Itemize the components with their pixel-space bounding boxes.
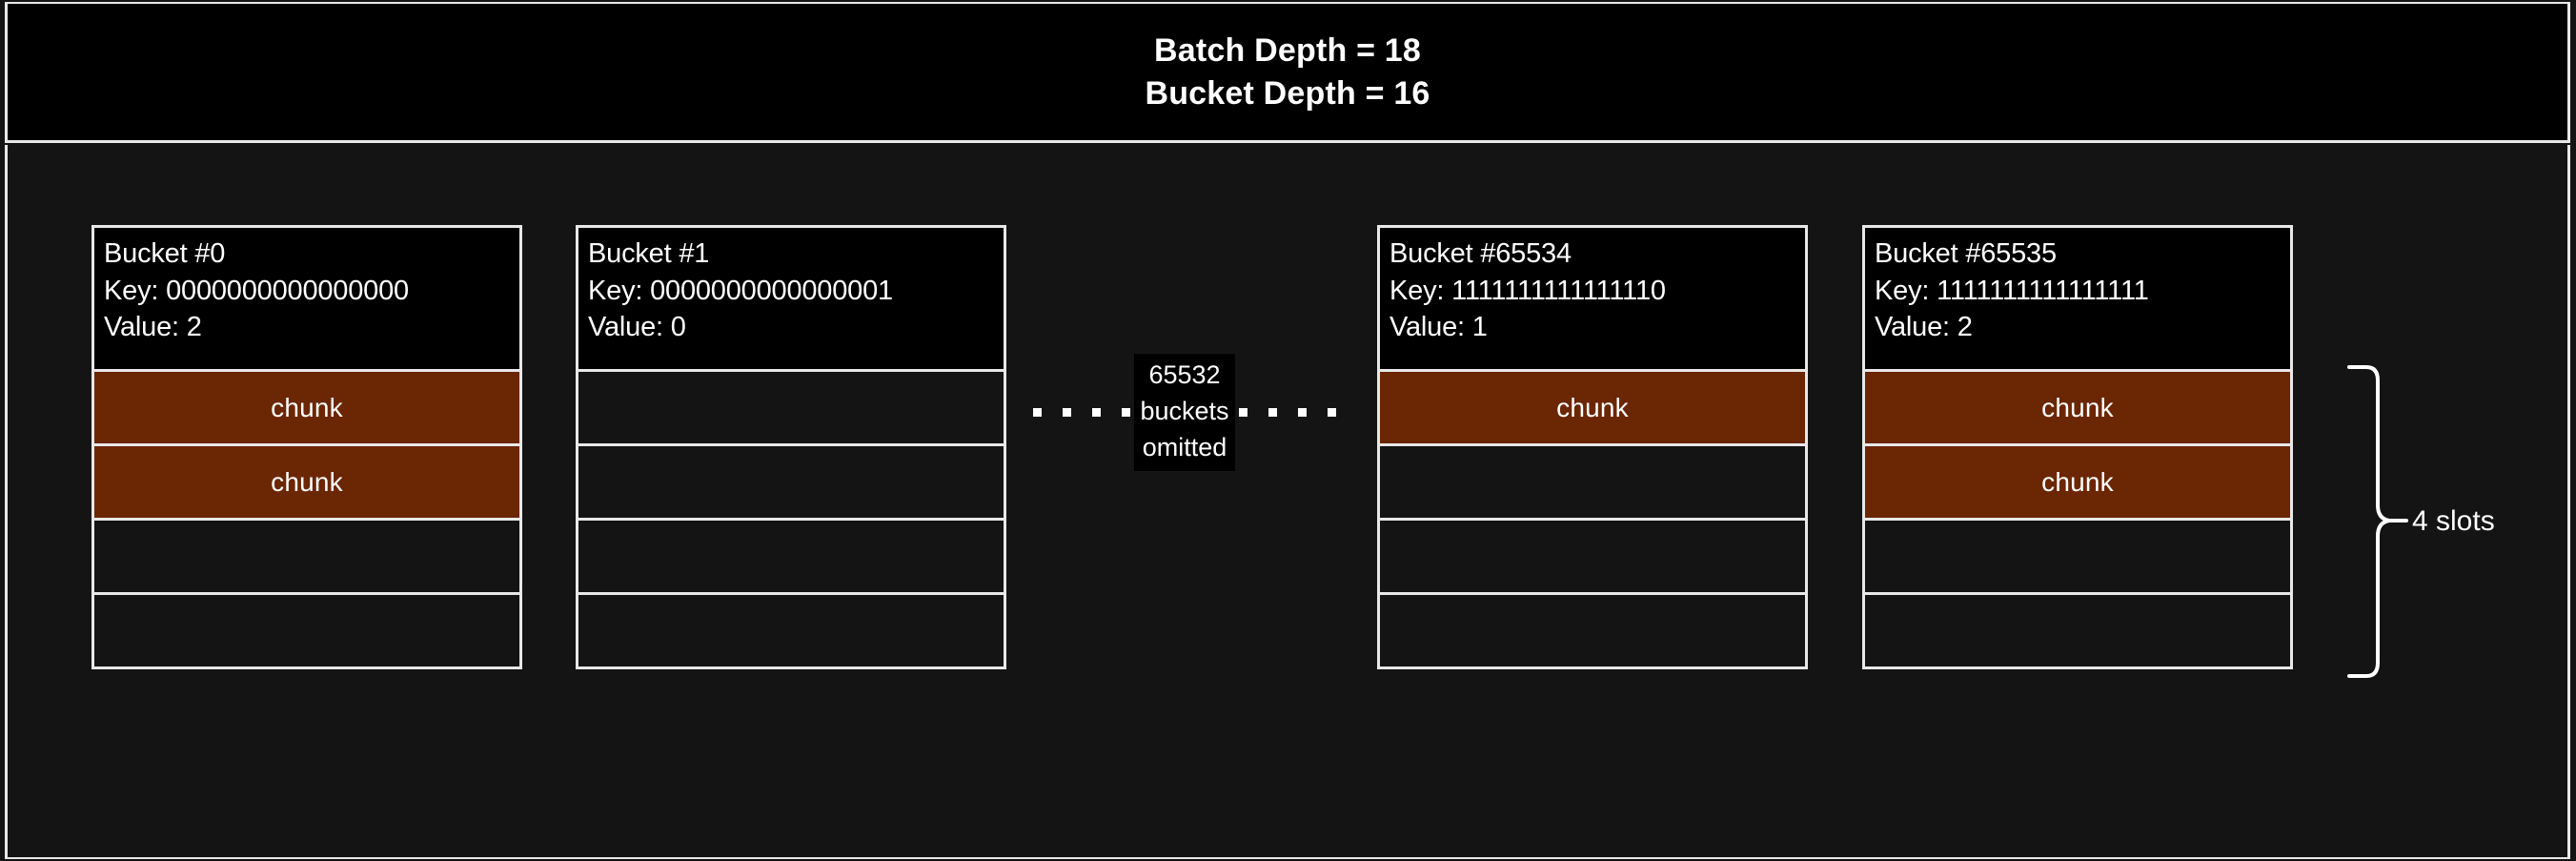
slot-label: chunk bbox=[1556, 392, 1629, 422]
bucket-title: Bucket #0 bbox=[104, 238, 226, 269]
bucket-header-65535: Bucket #65535 Key: 1111111111111111 Valu… bbox=[1862, 225, 2293, 372]
bucket-slots-1 bbox=[576, 372, 1006, 669]
bucket-card-65534[interactable]: Bucket #65534 Key: 1111111111111110 Valu… bbox=[1377, 225, 1808, 669]
bucket-slot[interactable]: chunk bbox=[91, 446, 522, 521]
bucket-value: Value: 2 bbox=[1875, 312, 1973, 343]
ellipsis-dots-right bbox=[1238, 407, 1336, 417]
bucket-value: Value: 2 bbox=[104, 312, 202, 343]
omitted-unit: buckets bbox=[1140, 396, 1229, 425]
dot-icon bbox=[1092, 407, 1102, 417]
bucket-card-1[interactable]: Bucket #1 Key: 0000000000000001 Value: 0 bbox=[576, 225, 1006, 669]
buckets-region: Bucket #0 Key: 0000000000000000 Value: 2… bbox=[5, 145, 2570, 859]
bucket-title: Bucket #65535 bbox=[1875, 238, 2057, 269]
bucket-title: Bucket #1 bbox=[588, 238, 710, 269]
bucket-key: Key: 0000000000000000 bbox=[104, 275, 409, 306]
bucket-value: Value: 0 bbox=[588, 312, 686, 343]
bucket-key: Key: 1111111111111111 bbox=[1875, 275, 2149, 306]
bucket-slot[interactable] bbox=[576, 595, 1006, 669]
slots-count-label: 4 slots bbox=[2412, 505, 2495, 537]
bucket-slots-65534: chunk bbox=[1377, 372, 1808, 669]
omitted-count: 65532 bbox=[1148, 359, 1221, 389]
dot-icon bbox=[1033, 407, 1043, 417]
omitted-label: 65532 buckets omitted bbox=[1134, 353, 1235, 471]
dot-icon bbox=[1238, 407, 1247, 417]
dot-icon bbox=[1327, 407, 1336, 417]
slot-label: chunk bbox=[271, 466, 343, 497]
bucket-key: Key: 0000000000000001 bbox=[588, 275, 893, 306]
curly-brace-icon bbox=[2347, 365, 2408, 678]
bucket-slot[interactable]: chunk bbox=[1862, 372, 2293, 446]
bucket-slot[interactable] bbox=[1862, 521, 2293, 595]
bucket-slot[interactable] bbox=[91, 595, 522, 669]
bucket-header-0: Bucket #0 Key: 0000000000000000 Value: 2 bbox=[91, 225, 522, 372]
bucket-slots-65535: chunk chunk bbox=[1862, 372, 2293, 669]
bucket-slot[interactable]: chunk bbox=[1862, 446, 2293, 521]
bucket-card-65535[interactable]: Bucket #65535 Key: 1111111111111111 Valu… bbox=[1862, 225, 2293, 669]
bucket-header-65534: Bucket #65534 Key: 1111111111111110 Valu… bbox=[1377, 225, 1808, 372]
header-panel: Batch Depth = 18 Bucket Depth = 16 bbox=[5, 2, 2570, 143]
slot-label: chunk bbox=[271, 392, 343, 422]
dot-icon bbox=[1122, 407, 1131, 417]
bucket-slot[interactable] bbox=[576, 372, 1006, 446]
bucket-slot[interactable]: chunk bbox=[91, 372, 522, 446]
bucket-title: Bucket #65534 bbox=[1389, 238, 1572, 269]
bucket-slot[interactable] bbox=[1377, 521, 1808, 595]
bucket-slot[interactable] bbox=[1377, 595, 1808, 669]
dot-icon bbox=[1063, 407, 1072, 417]
bucket-slot[interactable] bbox=[91, 521, 522, 595]
bucket-slots-0: chunk chunk bbox=[91, 372, 522, 669]
bucket-card-0[interactable]: Bucket #0 Key: 0000000000000000 Value: 2… bbox=[91, 225, 522, 669]
bucket-value: Value: 1 bbox=[1389, 312, 1488, 343]
slot-label: chunk bbox=[2041, 392, 2114, 422]
batch-depth-text: Batch Depth = 18 bbox=[1154, 31, 1421, 69]
omitted-buckets-marker: 65532 buckets omitted bbox=[1033, 353, 1336, 471]
slot-label: chunk bbox=[2041, 466, 2114, 497]
bucket-depth-text: Bucket Depth = 16 bbox=[1145, 74, 1430, 112]
bucket-slot[interactable] bbox=[576, 521, 1006, 595]
omitted-state: omitted bbox=[1142, 433, 1227, 462]
bucket-slot[interactable] bbox=[1377, 446, 1808, 521]
bucket-slot[interactable] bbox=[1862, 595, 2293, 669]
dot-icon bbox=[1268, 407, 1277, 417]
ellipsis-dots-left bbox=[1033, 407, 1131, 417]
bucket-slot[interactable]: chunk bbox=[1377, 372, 1808, 446]
slots-annotation: 4 slots bbox=[2347, 364, 2566, 679]
dot-icon bbox=[1297, 407, 1307, 417]
bucket-header-1: Bucket #1 Key: 0000000000000001 Value: 0 bbox=[576, 225, 1006, 372]
bucket-slot[interactable] bbox=[576, 446, 1006, 521]
bucket-key: Key: 1111111111111110 bbox=[1389, 275, 1666, 306]
